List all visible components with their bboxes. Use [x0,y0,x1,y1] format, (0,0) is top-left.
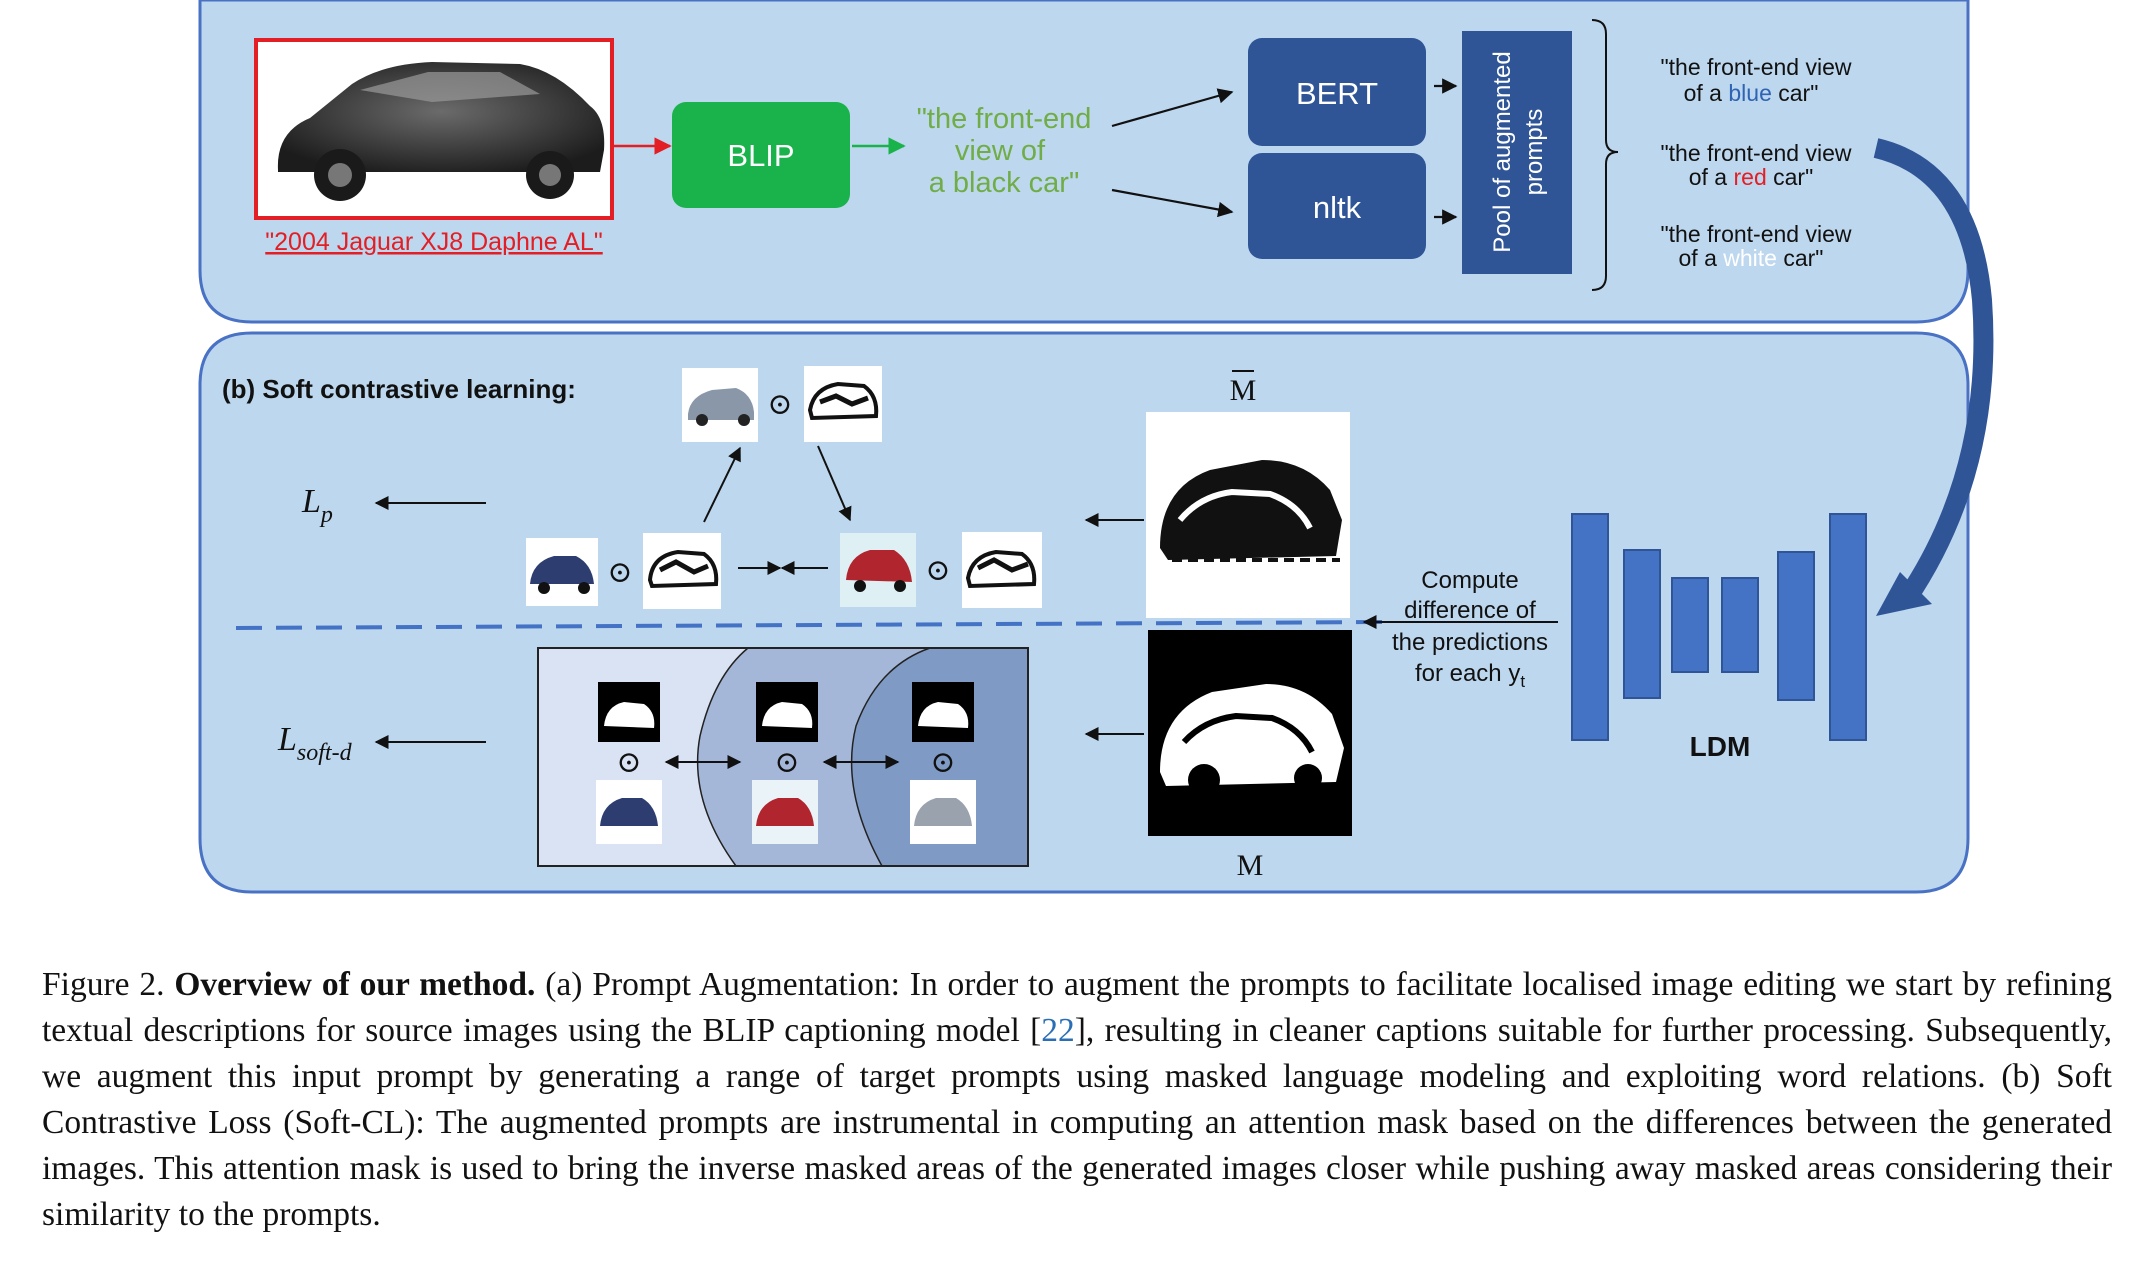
aug-prompt-3-line-1: "the front-end view [1661,221,1852,247]
source-car-image [254,38,614,220]
inverse-mask-image: M [1146,370,1350,618]
prompt-to-ldm-arrow [1873,138,1994,616]
lsoftd-sub: soft-d [297,740,353,766]
dashed-separator [235,620,1387,630]
compute-line-3: the predictions [1392,629,1548,656]
pair-left: ⊙ [526,533,721,609]
compute-difference-text: Compute difference of the predictions fo… [1392,567,1548,691]
positive-pair-triangle: ⊙ ⊙ ⊙ [526,366,1042,609]
augmented-prompts: "the front-end view of a blue car" "the … [1661,54,1852,271]
pool-label-line-2: prompts [1521,109,1548,196]
soft-d-pair-2: ⊙ [752,682,818,844]
method-overview-figure: "2004 Jaguar XJ8 Daphne AL" BLIP "the fr… [198,0,1994,894]
aug-word-red: red [1734,164,1767,190]
prompt-bracket [1591,19,1619,291]
soft-d-pair-3: ⊙ [910,682,976,844]
aug-prompt-2-line-2: of a red car" [1689,164,1814,190]
panel-b-soft-contrastive: (b) Soft contrastive learning: ⊙ ⊙ [198,331,1970,894]
lsoftd-main: L [277,721,297,758]
blip-output-line-1: "the front-end [917,103,1092,135]
caption-text-1: (a) Prompt Augmentation: In order to aug… [42,966,2112,1049]
blip-output-line-3: a black car" [929,167,1080,199]
caption-text-2: ], resulting in cleaner captions suitabl… [42,1012,2113,1233]
compute-line-4: for each yt [1415,660,1525,691]
aug-prompt-3-line-2: of a white car" [1679,245,1824,271]
soft-d-pair-1: ⊙ [596,682,662,844]
caption-citation[interactable]: 22 [1041,1012,1075,1049]
source-caption: "2004 Jaguar XJ8 Daphne AL" [265,228,602,256]
aug-prompt-1-line-1: "the front-end view [1661,54,1852,80]
lp-sub: p [319,502,333,528]
mbar-label: M [1230,374,1257,407]
caption-label: Figure 2. [42,966,165,1003]
soft-d-similarity-region: ⊙ ⊙ ⊙ [537,647,1029,867]
aug-word-white: white [1722,245,1777,271]
mask-image: M [1148,630,1352,882]
nltk-label: nltk [1313,190,1362,225]
odot-top: ⊙ [767,388,792,421]
figure-caption: Figure 2. Overview of our method. (a) Pr… [42,962,2112,1238]
compute-line-2: difference of [1404,597,1536,624]
aug-prompt-1-line-2: of a blue car" [1684,80,1819,106]
panel-a-prompt-augmentation: "2004 Jaguar XJ8 Daphne AL" BLIP "the fr… [198,0,1970,324]
section-b-title: (b) Soft contrastive learning: [222,374,576,404]
pool-label-line-1: Pool of augmented [1489,51,1516,252]
loss-lsoftd: Lsoft-d [277,721,486,766]
ldm-label: LDM [1690,731,1751,762]
prompt-pool-box: Pool of augmented prompts [1462,31,1572,274]
pair-top: ⊙ [682,366,882,442]
caption-bold-title: Overview of our method. [174,966,536,1003]
ldm-unet [1571,513,1867,741]
bert-label: BERT [1296,76,1378,111]
odot-soft-3: ⊙ [930,746,955,779]
aug-prompt-2-line-1: "the front-end view [1661,140,1852,166]
blip-label: BLIP [727,138,794,173]
pair-right: ⊙ [840,532,1042,608]
svg-text:Lp: Lp [301,483,333,528]
odot-soft-2: ⊙ [774,746,799,779]
lp-main: L [301,483,321,520]
bert-box: BERT [1248,38,1426,146]
svg-text:Lsoft-d: Lsoft-d [277,721,353,766]
blip-output-caption: "the front-end view of a black car" [917,103,1092,199]
odot-left: ⊙ [607,556,632,589]
blip-model-box: BLIP [672,102,850,208]
m-label: M [1237,849,1264,882]
blip-output-line-2: view of [955,135,1046,167]
compute-line-1: Compute [1421,567,1518,594]
aug-word-blue: blue [1728,80,1771,106]
odot-right: ⊙ [925,554,950,587]
nltk-box: nltk [1248,153,1426,259]
loss-lp: Lp [301,483,486,528]
odot-soft-1: ⊙ [616,746,641,779]
